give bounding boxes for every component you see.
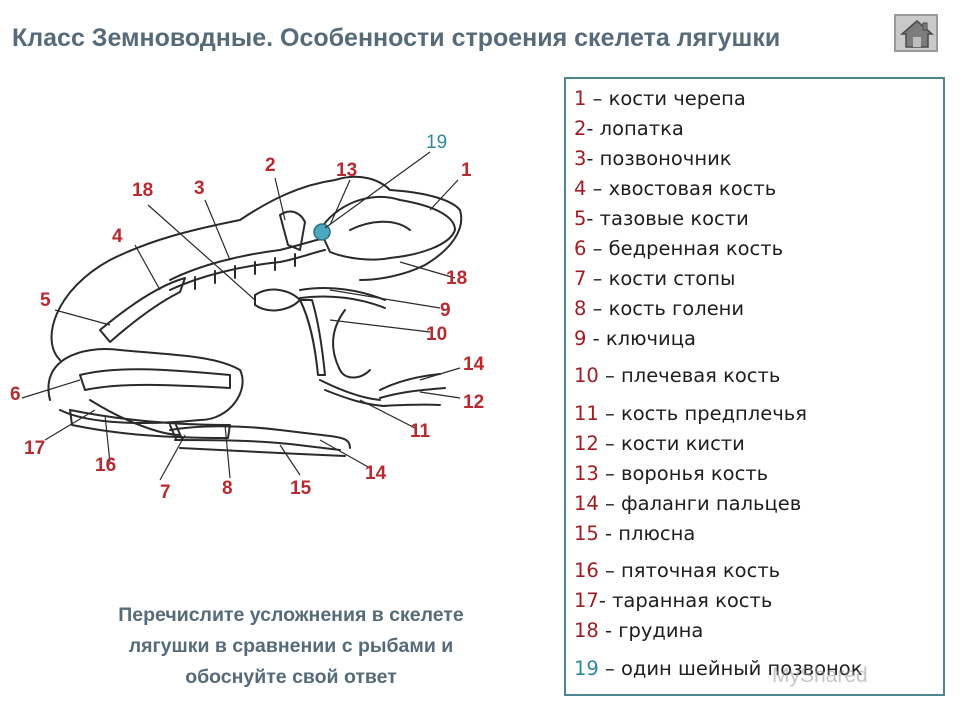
page-title: Класс Земноводные. Особенности строения … <box>12 24 781 52</box>
diagram-label-1: 1 <box>461 160 472 181</box>
legend-item-15: 15 - плюсна <box>574 522 696 545</box>
question-line-1: Перечислите усложнения в скелете <box>118 604 464 626</box>
legend-item-8: 8 – кость голени <box>574 297 745 320</box>
diagram-label-14: 14 <box>463 354 485 375</box>
scapula <box>279 210 306 251</box>
diagram-label-18: 18 <box>446 268 468 289</box>
legend-item-10: 10 – плечевая кость <box>574 364 781 387</box>
legend-item-9: 9 - ключица <box>574 327 696 350</box>
diagram-label-19: 19 <box>426 132 448 153</box>
diagram-label-6: 6 <box>10 384 21 405</box>
legend-item-3: 3- позвоночник <box>574 147 732 170</box>
skull <box>319 195 456 261</box>
diagram-label-11: 11 <box>410 421 431 442</box>
humerus <box>299 299 326 376</box>
diagram-label-2: 2 <box>265 155 276 176</box>
question-line-3: обоснуйте свой ответ <box>185 666 397 688</box>
legend-item-19: 19 – один шейный позвонок <box>574 657 863 680</box>
spine <box>169 237 326 281</box>
hand <box>379 373 446 407</box>
legend-item-7: 7 – кости стопы <box>574 267 736 290</box>
legend-item-18: 18 - грудина <box>574 619 704 642</box>
diagram-label-16: 16 <box>95 455 117 476</box>
legend-item-6: 6 – бедренная кость <box>574 237 784 260</box>
legend-item-2: 2- лопатка <box>574 117 684 140</box>
diagram-label-15: 15 <box>290 478 312 499</box>
watermark: MyShared <box>772 664 868 687</box>
forearm <box>319 379 381 401</box>
diagram-label-18b: 18 <box>132 180 154 201</box>
diagram-label-9: 9 <box>440 300 451 321</box>
diagram-label-14b: 14 <box>365 463 387 484</box>
diagram-label-12: 12 <box>463 392 485 413</box>
legend-item-5: 5- тазовые кости <box>574 207 749 230</box>
legend-item-17: 17- таранная кость <box>574 589 773 612</box>
diagram-label-4: 4 <box>112 226 123 247</box>
femur <box>79 368 231 391</box>
body-outline <box>50 175 463 361</box>
legend-item-4: 4 – хвостовая кость <box>574 177 777 200</box>
diagram-label-5: 5 <box>40 290 51 311</box>
diagram-label-8: 8 <box>222 478 233 499</box>
legend-item-1: 1 – кости черепа <box>574 87 746 110</box>
legend-item-13: 13 – воронья кость <box>574 462 769 485</box>
pelvis <box>99 277 186 343</box>
home-icon <box>899 20 935 48</box>
legend-item-14: 14 – фаланги пальцев <box>574 492 802 515</box>
legend-item-16: 16 – пяточная кость <box>574 559 781 582</box>
frog-skeleton-diagram <box>21 151 463 481</box>
diagram-label-13: 13 <box>336 160 358 181</box>
diagram-label-10: 10 <box>426 324 448 345</box>
diagram-label-3: 3 <box>194 178 205 199</box>
legend-item-11: 11 – кость предплечья <box>574 402 808 425</box>
legend-box: 1 – кости черепа 2- лопатка 3- позвоночн… <box>564 77 945 696</box>
diagram-label-7: 7 <box>160 482 171 503</box>
tibia <box>69 409 231 439</box>
home-button[interactable] <box>894 14 938 52</box>
question-text: Перечислите усложнения в скелете лягушки… <box>66 600 516 693</box>
legend-item-12: 12 – кости кисти <box>574 432 745 455</box>
question-line-2: лягушки в сравнении с рыбами и <box>128 635 454 657</box>
diagram-label-17: 17 <box>24 438 46 459</box>
